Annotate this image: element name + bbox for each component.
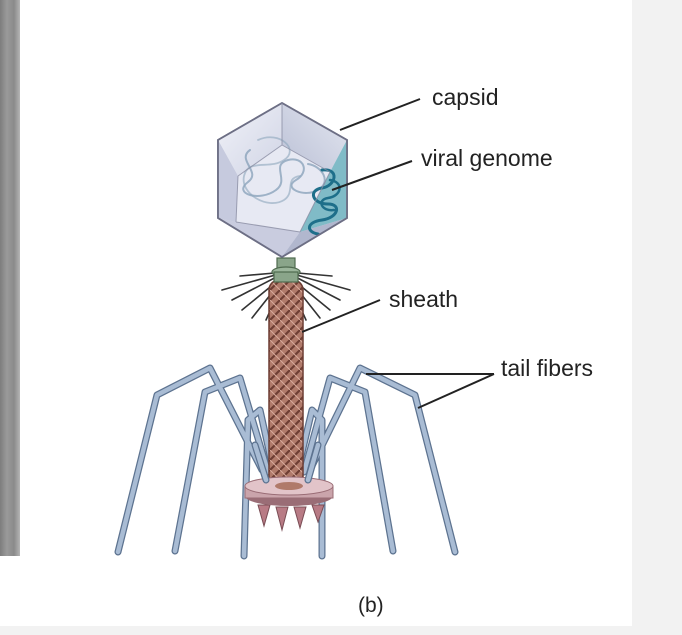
viral-genome	[242, 136, 341, 236]
leader-lines	[301, 98, 495, 409]
fiber-attachments	[251, 441, 322, 484]
collar	[271, 257, 301, 283]
tail-fibers-leader-lower	[417, 373, 495, 409]
sheath-label: sheath	[389, 286, 458, 312]
capsid-leader	[339, 98, 421, 131]
micrograph-edge	[0, 0, 20, 556]
base-plate	[244, 476, 334, 532]
sheath-leader	[301, 299, 381, 333]
viral-genome-label: viral genome	[421, 145, 553, 171]
panel-label: (b)	[358, 594, 384, 617]
sheath	[268, 279, 304, 489]
capsid	[217, 101, 348, 259]
tail-fibers-label: tail fibers	[501, 355, 593, 381]
viral-genome-leader	[331, 160, 413, 191]
capsid-label: capsid	[432, 84, 498, 110]
